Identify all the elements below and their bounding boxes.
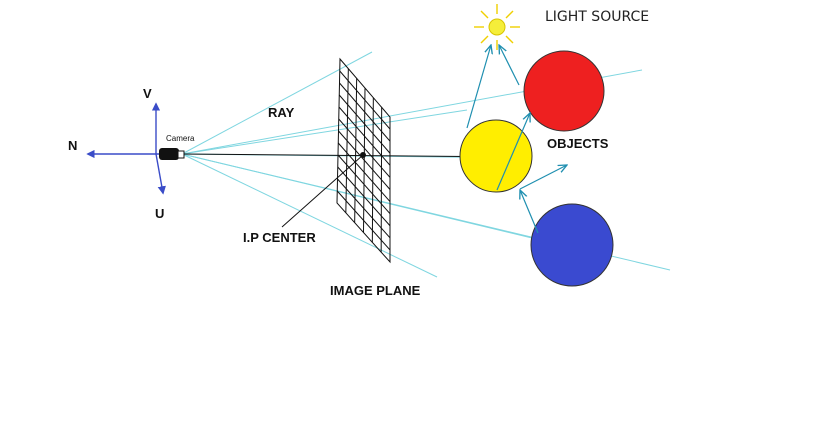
red-sphere [523,50,605,132]
camera-axes [86,102,166,195]
ray-line [181,153,438,278]
reflection-ray [499,45,520,86]
image-plane-grid [336,57,391,264]
ray-line [181,109,468,155]
axis-v-label: V [143,86,152,101]
grid-line [338,94,391,154]
ip-center-label: I.P CENTER [243,230,316,245]
reflection-ray [520,190,539,234]
image-plane-label: IMAGE PLANE [330,283,421,298]
blue-sphere [530,203,614,287]
grid-line [338,118,391,178]
reflection-ray [466,45,491,129]
grid-line [336,190,391,251]
axis-u-line [155,153,166,195]
ray-line [181,51,373,155]
light-source-label: LIGHT SOURCE [545,9,649,25]
yellow-sphere [459,119,533,193]
grid-line [338,130,391,190]
axis-u-label: U [155,206,164,221]
objects-label: OBJECTS [547,136,609,151]
ip-center-pointer [281,154,364,228]
grid-line [337,166,391,227]
reflection-rays [466,45,567,234]
grid-line [337,154,391,214]
ray-label: RAY [268,105,295,120]
camera-label: Camera [166,134,195,143]
reflection-ray [496,113,530,191]
camera-icon [159,148,185,160]
sun-icon [474,4,520,50]
grid-line [339,82,391,142]
grid-line [337,178,391,239]
grid-line [339,70,391,130]
grid-line [337,142,391,202]
reflection-ray [519,165,567,190]
axis-n-label: N [68,138,77,153]
